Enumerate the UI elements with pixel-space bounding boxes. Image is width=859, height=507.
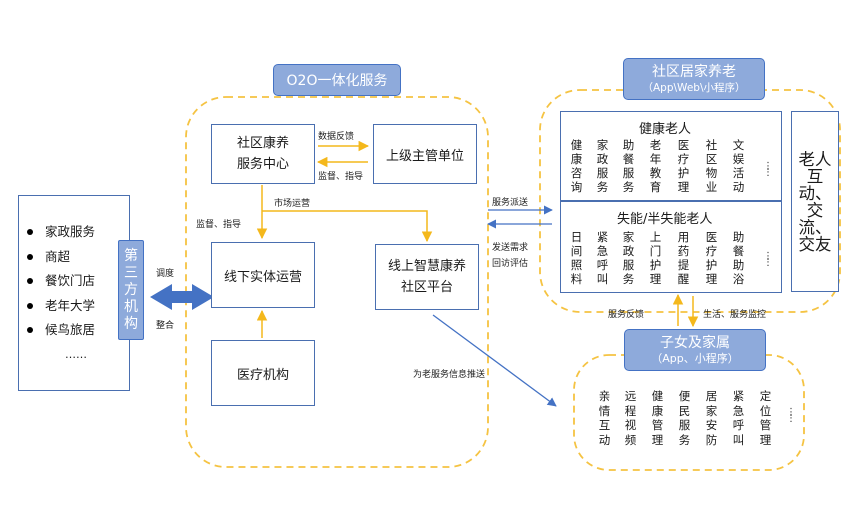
- community-center-box: 社区康养 服务中心: [211, 124, 315, 184]
- superior-unit-box: 上级主管单位: [373, 124, 477, 184]
- third-party-item-restaurant: 餐饮门店: [23, 269, 95, 294]
- bullet-icon: [27, 327, 33, 333]
- disabled-col-home-nursing: 上门护理: [649, 230, 662, 286]
- family-title: 子女及家属 （App、小程序）: [624, 329, 766, 371]
- arrow-market-ops: [262, 210, 433, 243]
- online-platform-box: 线上智慧康养 社区平台: [375, 244, 479, 310]
- family-col-video: 远程视频: [624, 389, 637, 447]
- family-col-interaction: 亲情互动: [598, 389, 611, 447]
- label-supervise-guide-2: 监督、指导: [196, 220, 242, 230]
- healthy-col-recreation: 文娱活动: [732, 138, 745, 194]
- healthy-elderly-box: 健康老人 健康咨询 家政服务 助餐服务 老年教育 医疗护理 社区物业 文娱活动 …: [560, 111, 782, 201]
- online-platform-line2: 社区平台: [400, 280, 453, 295]
- disabled-col-medication: 用药提醒: [677, 230, 690, 286]
- arrow-dispatch-integrate: [150, 284, 214, 310]
- home-care-subtitle: （App\Web\小程序）: [642, 81, 746, 94]
- third-party-item-supermarket: 商超: [23, 245, 95, 270]
- family-col-health: 健康管理: [651, 389, 664, 447]
- healthy-col-education: 老年教育: [649, 138, 662, 194]
- healthy-col-housekeeping: 家政服务: [596, 138, 609, 194]
- third-party-list-box: 家政服务 商超 餐饮门店 老年大学 候鸟旅居 ……: [18, 195, 130, 391]
- label-dispatch: 调度: [156, 269, 175, 279]
- arrow-push-info: [432, 314, 557, 407]
- disabled-col-housekeeping: 家政服务: [622, 230, 635, 286]
- label-data-feedback: 数据反馈: [318, 132, 355, 142]
- community-center-line2: 服务中心: [236, 157, 289, 172]
- bullet-icon: [27, 278, 33, 284]
- healthy-col-medical: 医疗护理: [677, 138, 690, 194]
- o2o-dashed-outline: [185, 96, 489, 468]
- third-party-item-migratory: 候鸟旅居: [23, 318, 95, 343]
- label-push-info: 为老服务信息推送: [413, 370, 486, 380]
- third-party-label: 第三方机构: [124, 247, 138, 332]
- medical-box: 医疗机构: [211, 340, 315, 406]
- interaction-side-box: 老人互动、交流、交友: [791, 111, 839, 292]
- online-platform-line1: 线上智慧康养: [387, 259, 466, 274]
- bullet-icon: [27, 229, 33, 235]
- label-send-request: 发送需求: [492, 243, 529, 253]
- third-party-item-housekeeping: 家政服务: [23, 220, 95, 245]
- label-service-dispatch: 服务派送: [492, 198, 529, 208]
- disabled-col-medical: 医疗护理: [705, 230, 718, 286]
- disabled-col-emergency: 紧急呼叫: [596, 230, 609, 286]
- family-subtitle: （App、小程序）: [651, 351, 739, 365]
- label-followup-eval: 回访评估: [492, 259, 529, 269]
- label-market-ops: 市场运营: [274, 199, 311, 209]
- offline-ops-box: 线下实体运营: [211, 242, 315, 308]
- interaction-side-label: 老人互动、交流、交友: [798, 149, 832, 254]
- healthy-col-consult: 健康咨询: [570, 138, 583, 194]
- label-service-feedback: 服务反馈: [608, 310, 645, 320]
- healthy-more-dots: ⋮⋮: [763, 161, 773, 178]
- disabled-col-meal-bath: 助餐助浴: [732, 230, 745, 286]
- disabled-elderly-header: 失能/半失能老人: [617, 212, 713, 227]
- o2o-title: O2O一体化服务: [273, 64, 401, 96]
- disabled-more-dots: ⋮⋮: [763, 251, 773, 268]
- family-title-text: 子女及家属: [660, 334, 730, 351]
- bullet-icon: [27, 253, 33, 260]
- community-center-line1: 社区康养: [236, 136, 289, 151]
- healthy-col-property: 社区物业: [705, 138, 718, 194]
- family-more-dots: ⋮⋮: [786, 407, 796, 424]
- third-party-more: ……: [65, 348, 87, 361]
- third-party-label-box: 第三方机构: [118, 240, 144, 340]
- home-care-title: 社区居家养老 （App\Web\小程序）: [623, 58, 765, 100]
- third-party-item-senior-college: 老年大学: [23, 294, 95, 319]
- label-integrate: 整合: [156, 321, 175, 331]
- home-care-title-text: 社区居家养老: [652, 63, 736, 80]
- healthy-col-meal: 助餐服务: [622, 138, 635, 194]
- disabled-col-daycare: 日间照料: [570, 230, 583, 286]
- family-col-convenience: 便民服务: [678, 389, 691, 447]
- family-col-security: 居家安防: [705, 389, 718, 447]
- bullet-icon: [27, 302, 33, 309]
- label-life-monitoring: 生活、服务监控: [703, 310, 767, 320]
- disabled-elderly-box: 失能/半失能老人 日间照料 紧急呼叫 家政服务 上门护理 用药提醒 医疗护理 助…: [560, 201, 782, 293]
- healthy-elderly-header: 健康老人: [639, 122, 692, 137]
- family-col-location: 定位管理: [759, 389, 772, 447]
- family-col-emergency: 紧急呼叫: [732, 389, 745, 447]
- family-dashed-outline: [573, 354, 805, 471]
- label-supervise-guide: 监督、指导: [318, 172, 364, 182]
